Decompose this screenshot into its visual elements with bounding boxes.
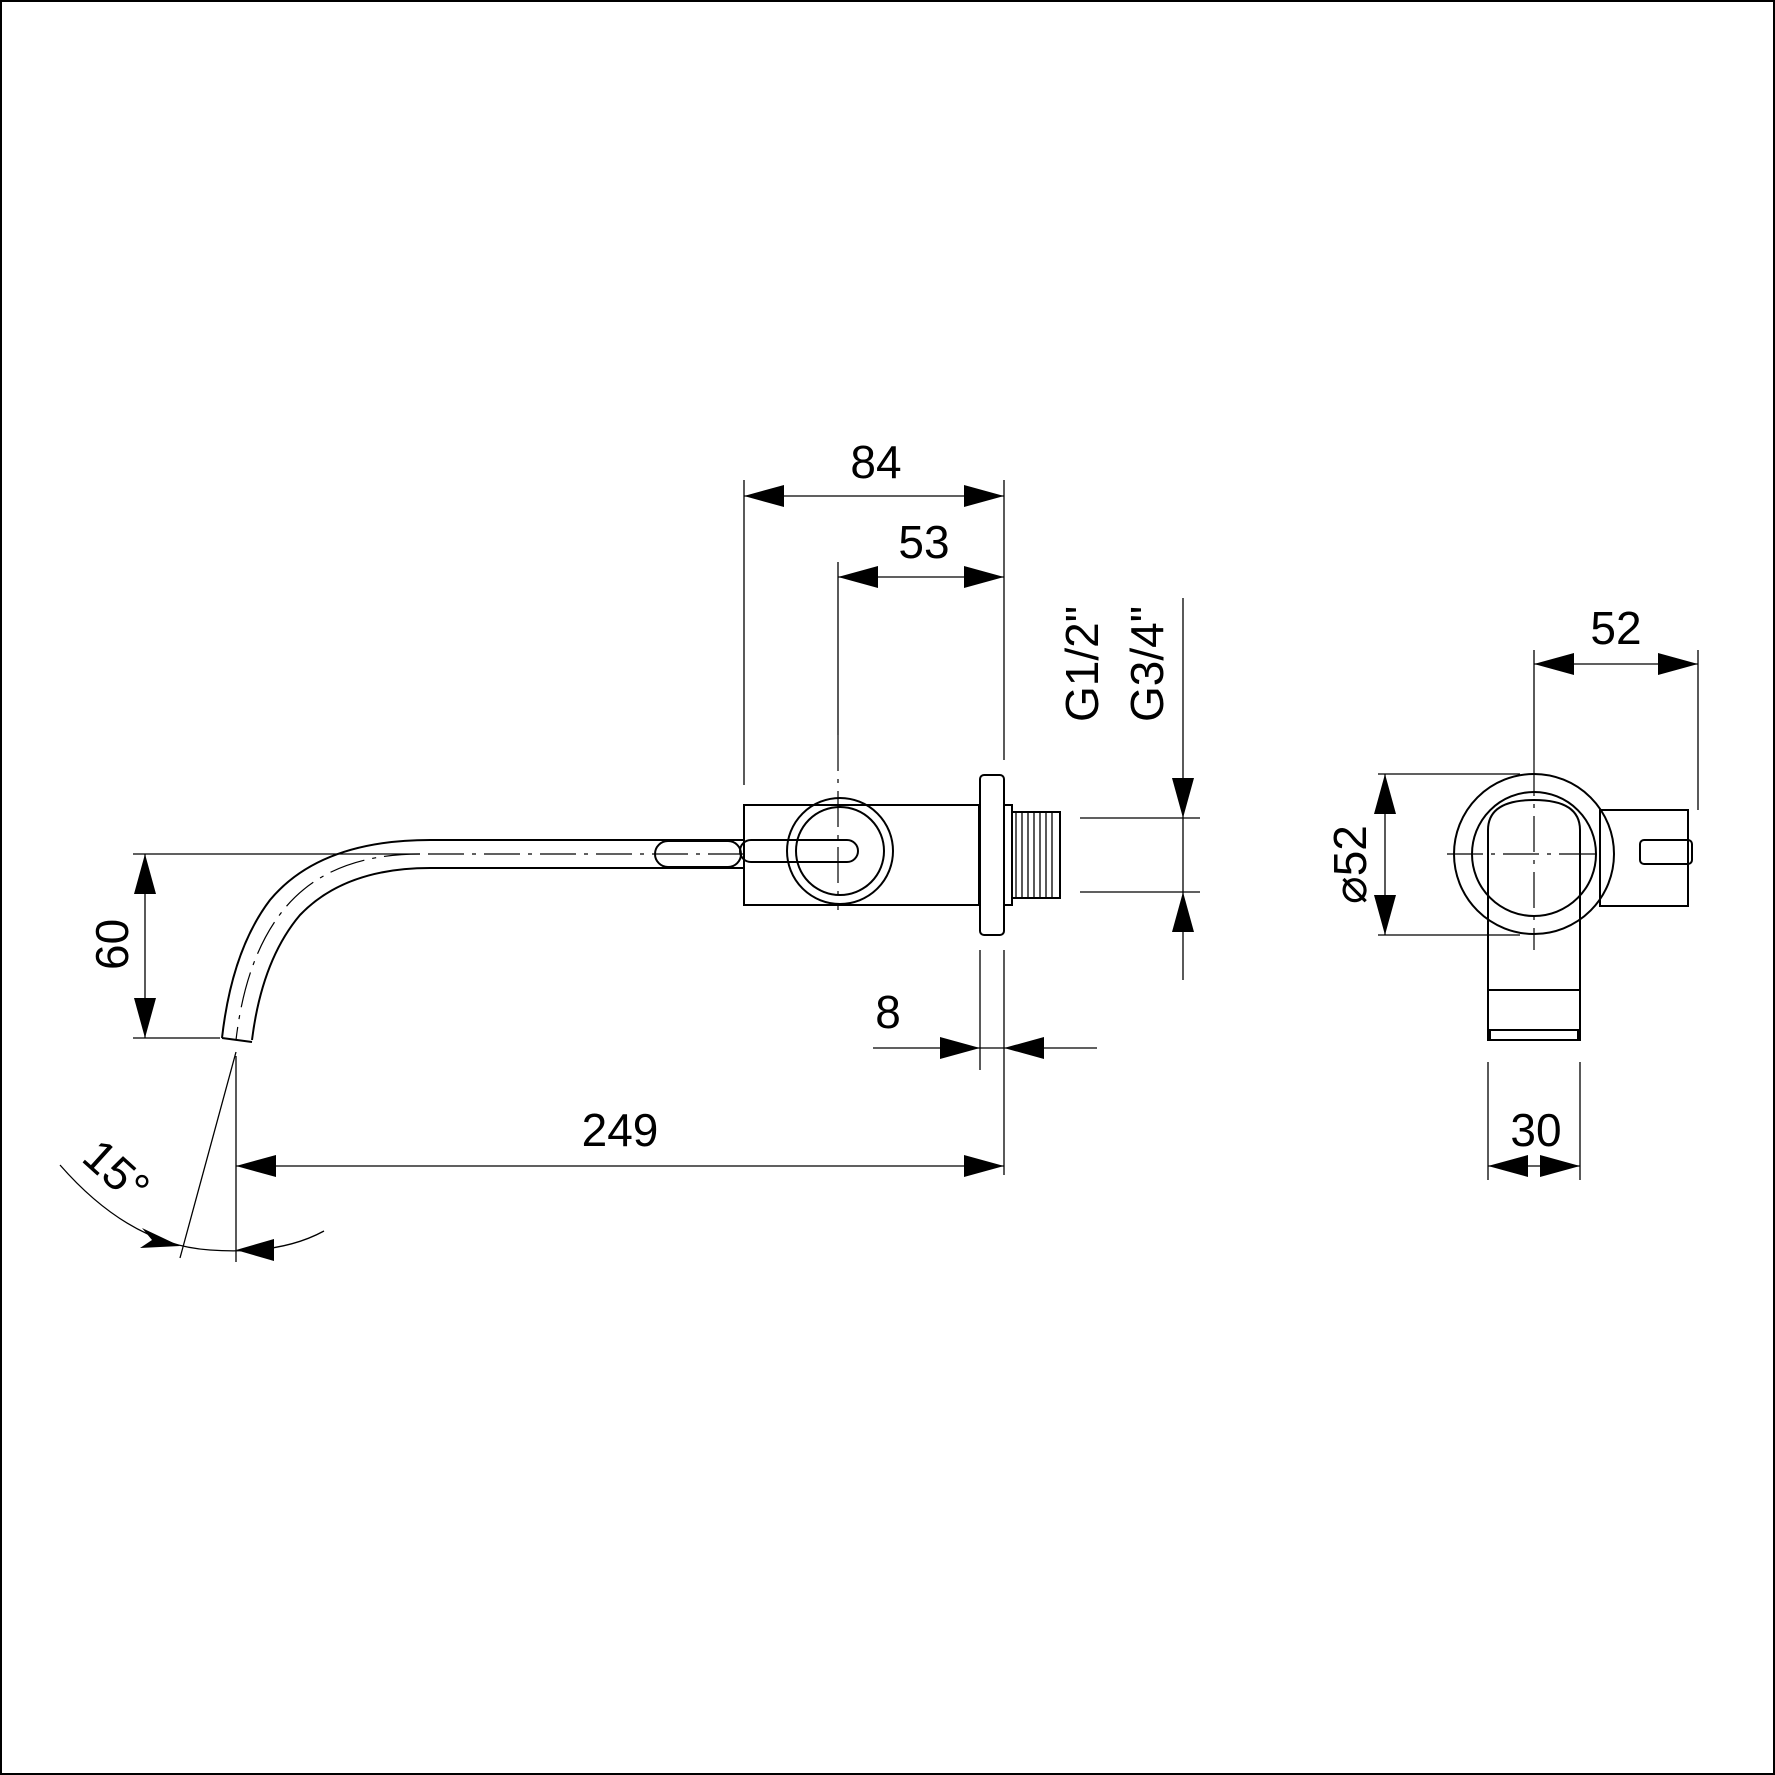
thread-label-g34: G3/4" [1121,606,1173,722]
angle-15-label: 15° [73,1129,159,1214]
lever-handle [1487,798,1581,1041]
dimension-52-label: 52 [1590,602,1641,654]
dimension-60 [133,853,420,1039]
front-view: 52 ⌀52 30 [1324,602,1699,1180]
dimension-30-label: 30 [1510,1104,1561,1156]
dimension-30 [1487,1062,1581,1180]
side-view: 84 53 G1/2" G3/4" 60 [59,436,1200,1262]
valve-body [739,735,980,910]
angle-dimension [59,1051,325,1261]
wall-plate [1447,760,1615,950]
dimension-53-label: 53 [898,516,949,568]
side-knob [1599,809,1693,907]
thread-label-g12: G1/2" [1056,606,1108,722]
dimension-53 [837,562,1004,735]
dimension-52 [1533,650,1699,810]
dimension-8-label: 8 [875,986,901,1038]
dimension-diameter-52-label: ⌀52 [1324,825,1376,904]
dimension-8 [873,950,1097,1175]
dimension-diameter-52 [1374,773,1520,936]
dimension-60-label: 60 [86,919,138,970]
wall-flange [979,774,1013,936]
dimension-84 [743,480,1005,785]
dimension-249 [235,1056,1004,1262]
dimension-84-label: 84 [850,436,901,488]
thread-dimension [1172,778,1194,932]
spout [221,839,744,1043]
dimension-249-label: 249 [582,1104,659,1156]
